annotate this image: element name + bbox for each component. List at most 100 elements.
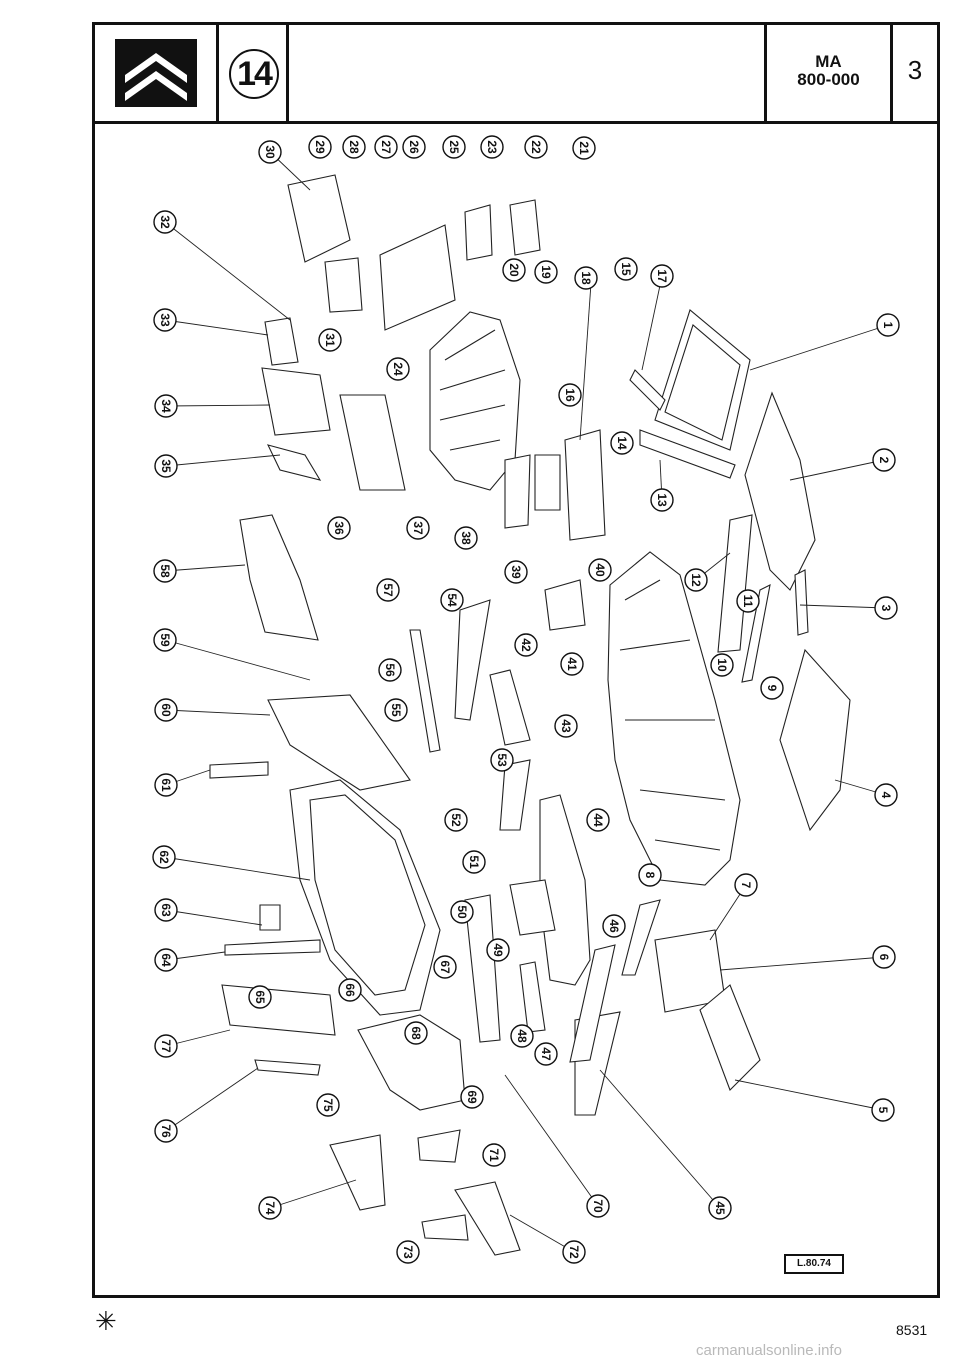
callout-17: 17 — [650, 264, 674, 288]
callout-label: 58 — [158, 564, 172, 578]
strip-8 — [621, 899, 661, 976]
callout-label: 30 — [263, 145, 277, 159]
callout-label: 26 — [407, 140, 421, 154]
callout-36: 36 — [327, 516, 351, 540]
callout-label: 23 — [485, 140, 499, 154]
callout-label: 49 — [491, 943, 505, 957]
callout-47: 47 — [534, 1042, 558, 1066]
callout-48: 48 — [510, 1024, 534, 1048]
bracket-39 — [534, 454, 561, 511]
callout-label: 24 — [391, 362, 405, 376]
callout-51: 51 — [462, 850, 486, 874]
callout-label: 75 — [321, 1098, 335, 1112]
side-frame-inner — [309, 794, 426, 996]
citroen-logo-icon — [115, 39, 197, 107]
quarter-panel — [239, 514, 319, 641]
star-mark: ✳ — [95, 1306, 117, 1336]
callout-55: 55 — [384, 698, 408, 722]
callout-10: 10 — [710, 653, 734, 677]
callout-label: 55 — [389, 703, 403, 717]
callout-19: 19 — [534, 260, 558, 284]
callout-label: 67 — [438, 960, 452, 974]
callout-77: 77 — [154, 1034, 178, 1058]
drawing-frame: 14 MA 800-000 3 — [92, 22, 940, 1298]
callout-label: 46 — [607, 919, 621, 933]
callout-label: 40 — [593, 563, 607, 577]
pillar-30 — [287, 174, 351, 263]
callout-label: 48 — [515, 1029, 529, 1043]
callout-label: 39 — [509, 565, 523, 579]
callout-27: 27 — [374, 135, 398, 159]
callout-29: 29 — [308, 135, 332, 159]
callout-44: 44 — [586, 808, 610, 832]
callout-label: 32 — [158, 215, 172, 229]
callout-label: 42 — [519, 638, 533, 652]
part-callouts: 1234567891011121314151617181920212223242… — [152, 135, 900, 1264]
callout-25: 25 — [442, 135, 466, 159]
callout-61: 61 — [154, 773, 178, 797]
callout-20: 20 — [502, 258, 526, 282]
callout-64: 64 — [154, 948, 178, 972]
callout-label: 71 — [487, 1148, 501, 1162]
callout-label: 63 — [159, 903, 173, 917]
callout-35: 35 — [154, 454, 178, 478]
callout-label: 14 — [615, 436, 629, 450]
callout-66: 66 — [338, 978, 362, 1002]
callout-62: 62 — [152, 845, 176, 869]
bracket-51 — [499, 759, 531, 831]
callout-68: 68 — [404, 1021, 428, 1045]
callout-3: 3 — [874, 596, 898, 620]
callout-73: 73 — [396, 1240, 420, 1264]
cant-rail-60 — [267, 694, 411, 791]
callout-label: 19 — [539, 265, 553, 279]
reference-line-2: 800-000 — [797, 70, 860, 89]
callout-label: 74 — [263, 1201, 277, 1215]
callout-18: 18 — [574, 266, 598, 290]
callout-65: 65 — [248, 985, 272, 1009]
callout-41: 41 — [560, 652, 584, 676]
callout-label: 62 — [157, 850, 171, 864]
front-apron — [329, 1134, 386, 1211]
body-panel-parts — [209, 174, 851, 1256]
bracket-63 — [259, 904, 281, 931]
callout-label: 76 — [159, 1124, 173, 1138]
callout-38: 38 — [454, 526, 478, 550]
callout-label: 6 — [877, 954, 891, 961]
callout-label: 35 — [159, 459, 173, 473]
strip-64 — [224, 939, 321, 956]
callout-12: 12 — [684, 568, 708, 592]
callout-label: 16 — [563, 388, 577, 402]
callout-8: 8 — [638, 863, 662, 887]
roof-skin — [744, 391, 816, 591]
panel-35 — [266, 444, 322, 481]
rail-50 — [464, 894, 501, 1043]
callout-7: 7 — [734, 873, 758, 897]
callout-43: 43 — [554, 714, 578, 738]
callout-label: 2 — [877, 457, 891, 464]
strip-13 — [639, 429, 736, 479]
callout-14: 14 — [610, 431, 634, 455]
callout-11: 11 — [736, 589, 760, 613]
callout-24: 24 — [386, 357, 410, 381]
callout-22: 22 — [524, 135, 548, 159]
callout-label: 28 — [347, 140, 361, 154]
callout-label: 31 — [323, 333, 337, 347]
callout-31: 31 — [318, 328, 342, 352]
callout-label: 45 — [713, 1201, 727, 1215]
callout-label: 72 — [567, 1245, 581, 1259]
callout-70: 70 — [586, 1194, 610, 1218]
callout-72: 72 — [562, 1240, 586, 1264]
callout-label: 53 — [495, 753, 509, 767]
callout-label: 1 — [881, 322, 895, 329]
group-number: 14 — [229, 49, 279, 99]
callout-label: 66 — [343, 983, 357, 997]
sheet-cell: 3 — [893, 25, 937, 121]
callout-71: 71 — [482, 1143, 506, 1167]
callout-63: 63 — [154, 898, 178, 922]
sunroof-panel — [779, 648, 851, 832]
callout-label: 25 — [447, 140, 461, 154]
callout-6: 6 — [872, 945, 896, 969]
bracket-41 — [544, 579, 586, 631]
callout-74: 74 — [258, 1196, 282, 1220]
callout-label: 9 — [765, 685, 779, 692]
